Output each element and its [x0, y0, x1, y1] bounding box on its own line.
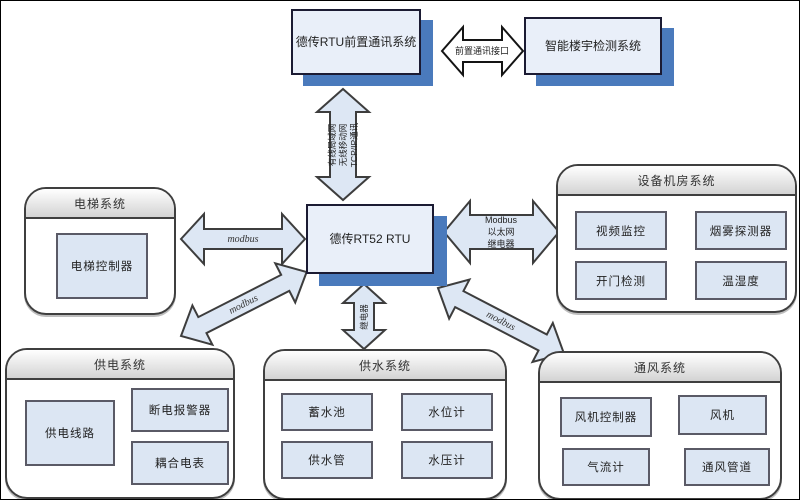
panel-power-system: 供电系统 供电线路 断电报警器 耦合电表 — [5, 348, 235, 499]
panel-ventilation-title: 通风系统 — [540, 353, 780, 383]
item-airflow-meter: 气流计 — [562, 448, 650, 486]
panel-elevator-system: 电梯系统 电梯控制器 — [24, 187, 176, 315]
item-water-pressure-meter: 水压计 — [401, 441, 493, 479]
item-power-line: 供电线路 — [25, 400, 115, 466]
front-interface-label: 前置通讯接口 — [455, 45, 509, 56]
item-elevator-controller: 电梯控制器 — [56, 233, 148, 299]
item-vent-duct: 通风管道 — [684, 448, 770, 486]
network-line-tcpip: TCP/IP通讯 — [349, 122, 359, 167]
item-coupling-meter: 耦合电表 — [131, 441, 229, 485]
item-temp-humidity: 温湿度 — [695, 261, 787, 300]
panel-elevator-title: 电梯系统 — [26, 189, 174, 219]
elevator-arrow — [179, 211, 307, 267]
front-interface-arrow — [440, 24, 525, 78]
node-smart-building-label: 智能楼宇检测系统 — [544, 38, 641, 53]
water-arrow-label: 继电器 — [359, 304, 369, 330]
item-smoke-detector: 烟雾探测器 — [695, 211, 787, 250]
item-reservoir: 蓄水池 — [281, 393, 373, 431]
item-fan: 风机 — [678, 395, 767, 435]
panel-water-title: 供水系统 — [265, 351, 505, 381]
node-rtu-label: 德传RT52 RTU — [329, 231, 411, 246]
panel-water-system: 供水系统 蓄水池 水位计 供水管 水压计 — [263, 349, 507, 499]
network-line-wireless: 无线移动网 — [338, 124, 348, 167]
panel-equipment-title: 设备机房系统 — [558, 166, 795, 196]
network-arrow — [314, 87, 372, 202]
item-fan-controller: 风机控制器 — [560, 397, 652, 437]
node-smart-building-system: 智能楼宇检测系统 — [524, 17, 662, 75]
equipment-arrow-label-2: 以太网 — [487, 226, 514, 237]
item-water-level-meter: 水位计 — [401, 393, 493, 431]
item-video-monitor: 视频监控 — [575, 211, 667, 250]
node-front-comm-system: 德传RTU前置通讯系统 — [291, 9, 421, 75]
item-door-detect: 开门检测 — [575, 261, 667, 300]
item-water-pipe: 供水管 — [281, 441, 373, 479]
elevator-arrow-label: modbus — [227, 234, 258, 245]
panel-ventilation-system: 通风系统 风机控制器 风机 气流计 通风管道 — [538, 351, 782, 499]
equipment-arrow-label-1: Modbus — [485, 215, 518, 225]
panel-power-title: 供电系统 — [7, 350, 233, 380]
network-line-wired: 有线局域网 — [327, 124, 337, 167]
item-outage-alarm: 断电报警器 — [131, 388, 229, 432]
node-rtu: 德传RT52 RTU — [306, 204, 434, 274]
panel-equipment-room: 设备机房系统 视频监控 烟雾探测器 开门检测 温湿度 — [556, 164, 797, 313]
node-front-comm-label: 德传RTU前置通讯系统 — [295, 34, 417, 49]
equipment-arrow-label-3: 继电器 — [487, 238, 514, 249]
